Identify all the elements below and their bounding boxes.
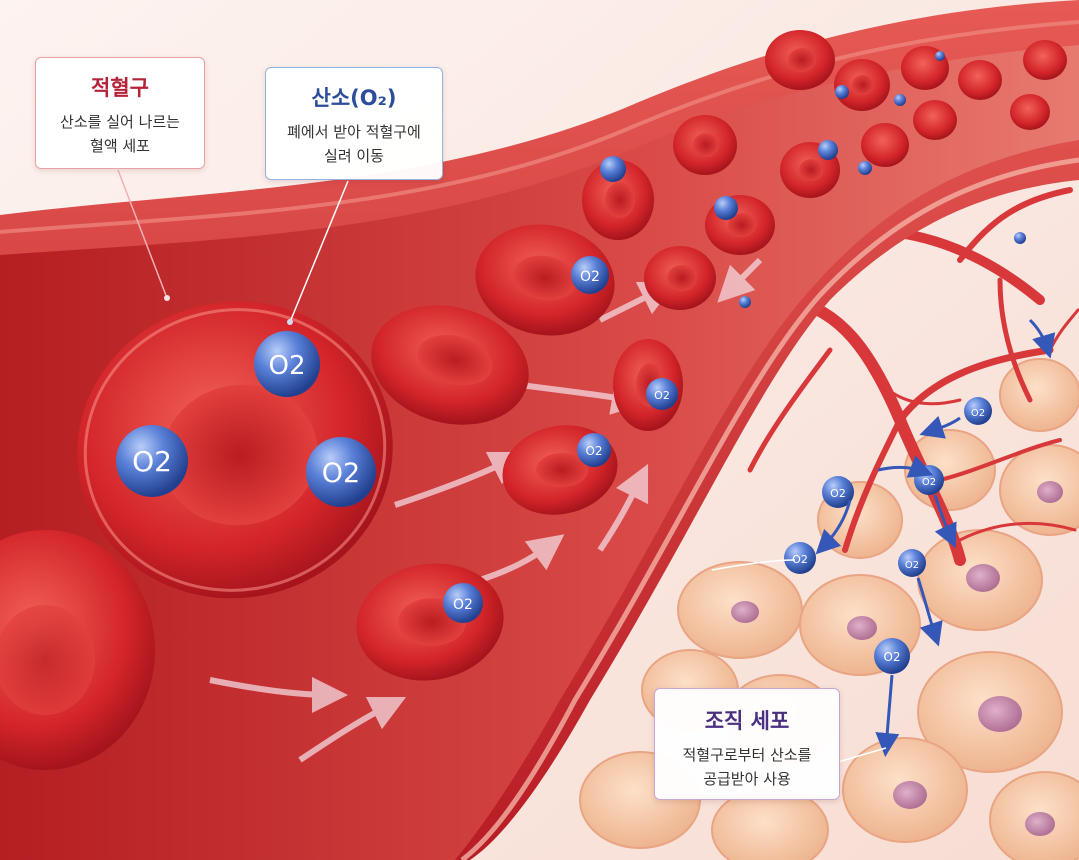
svg-text:O2: O2	[922, 477, 936, 488]
oxygen-molecule	[1014, 232, 1026, 244]
svg-text:O2: O2	[268, 351, 305, 381]
oxygen-molecule	[894, 94, 906, 106]
callout-title: 조직 세포	[704, 709, 790, 733]
svg-text:O2: O2	[971, 408, 985, 419]
oxygen-callout: 산소(O₂) 폐에서 받아 적혈구에 실려 이동	[265, 67, 443, 180]
oxygen-molecule: O2	[964, 397, 992, 425]
red-blood-cell	[371, 305, 529, 425]
oxygen-molecule	[818, 140, 838, 160]
oxygen-molecule: O2	[784, 542, 816, 574]
description-line: 실려 이동	[324, 147, 384, 165]
wall-highlight-lower	[460, 157, 1079, 860]
callout-description: 산소를 실어 나르는 혈액 세포	[36, 110, 204, 158]
red-blood-cell	[582, 160, 654, 240]
wall-highlight	[0, 20, 1079, 234]
oxygen-molecule: O2	[254, 331, 320, 397]
callout-title: 적혈구	[91, 76, 149, 100]
callout-description: 폐에서 받아 적혈구에 실려 이동	[266, 120, 442, 168]
svg-text:O2: O2	[132, 445, 172, 478]
oxygen-molecule: O2	[646, 378, 678, 410]
svg-text:O2: O2	[830, 487, 846, 500]
oxygen-molecule: O2	[443, 583, 483, 623]
description-line: 혈액 세포	[90, 137, 150, 155]
svg-text:O2: O2	[585, 444, 602, 458]
tissue-cell-callout: 조직 세포 적혈구로부터 산소를 공급받아 사용	[654, 688, 840, 800]
oxygen-molecule: O2	[306, 437, 376, 507]
description-line: 산소를 실어 나르는	[60, 113, 180, 131]
oxygen-molecule	[739, 296, 751, 308]
oxygen-molecule	[600, 156, 626, 182]
red-blood-cell-callout: 적혈구 산소를 실어 나르는 혈액 세포	[35, 57, 205, 169]
svg-text:O2: O2	[905, 560, 919, 571]
red-blood-cell	[834, 59, 890, 111]
svg-text:O2: O2	[883, 650, 900, 664]
svg-text:O2: O2	[322, 458, 360, 489]
oxygen-molecule: O2	[577, 433, 611, 467]
red-blood-cell	[1010, 94, 1050, 130]
red-blood-cell	[861, 123, 909, 167]
red-blood-cell	[958, 60, 1002, 100]
description-line: 적혈구로부터 산소를	[682, 746, 812, 764]
red-blood-cell	[765, 30, 835, 90]
oxygen-delivery-arrows	[815, 318, 1056, 757]
red-blood-cell	[475, 224, 615, 336]
red-blood-cell	[673, 115, 737, 175]
description-line: 공급받아 사용	[703, 770, 791, 788]
oxygen-molecule	[935, 51, 945, 61]
oxygen-molecule	[835, 85, 849, 99]
oxygen-molecule: O2	[822, 476, 854, 508]
svg-text:O2: O2	[580, 269, 600, 285]
red-blood-cell	[913, 100, 957, 140]
svg-text:O2: O2	[792, 553, 808, 566]
oxygen-molecule: O2	[874, 638, 910, 674]
oxygen-molecule: O2	[898, 549, 926, 577]
oxygen-molecule: O2	[571, 256, 609, 294]
red-blood-cells	[0, 30, 1067, 770]
red-blood-cell	[1023, 40, 1067, 80]
callout-title: 산소(O₂)	[311, 86, 397, 110]
callout-leaders	[117, 169, 887, 763]
svg-text:O2: O2	[654, 389, 670, 402]
oxygen-molecule	[858, 161, 872, 175]
oxygen-molecule: O2	[116, 425, 188, 497]
description-line: 폐에서 받아 적혈구에	[287, 123, 421, 141]
oxygen-molecule	[714, 196, 738, 220]
callout-description: 적혈구로부터 산소를 공급받아 사용	[655, 743, 839, 791]
red-blood-cell-edge	[0, 530, 155, 770]
red-blood-cell	[644, 246, 716, 310]
svg-text:O2: O2	[453, 597, 473, 613]
oxygen-molecules: O2 O2 O2 O2 O2 O2 O2	[116, 51, 1026, 674]
